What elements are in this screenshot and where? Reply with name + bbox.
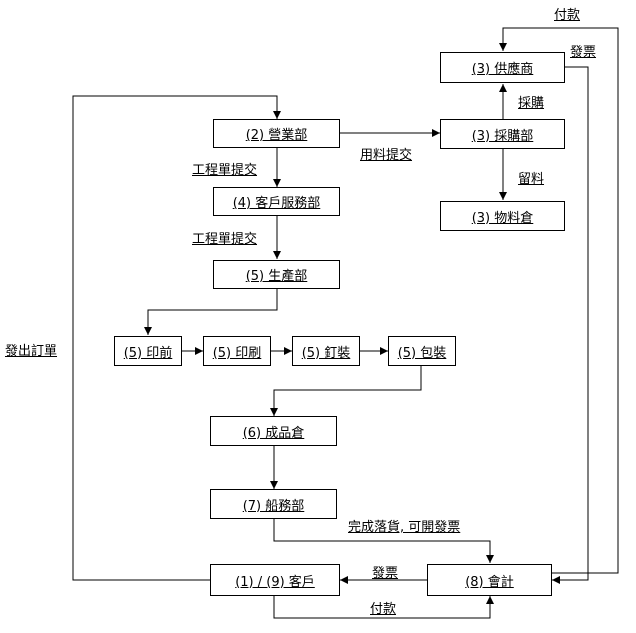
node-printing: (5) 印刷 — [203, 336, 271, 366]
label-purchase: 採購 — [518, 96, 545, 111]
edge-accounting-to-supplier — [499, 27, 619, 574]
label-invoice-bottom: 發票 — [372, 566, 399, 581]
node-finished-goods: (6) 成品倉 — [210, 416, 337, 446]
edge-packaging-to-finished — [270, 366, 422, 416]
node-shipping: (7) 船務部 — [210, 489, 337, 519]
node-supplier: (3) 供應商 — [440, 52, 565, 83]
node-production: (5) 生產部 — [213, 260, 340, 289]
edge-supplier-to-accounting — [552, 66, 589, 584]
label-payment-bottom: 付款 — [370, 602, 397, 617]
edge-customer-to-sales — [72, 95, 281, 581]
node-binding: (5) 釘裝 — [292, 336, 360, 366]
label-payment-top: 付款 — [554, 8, 581, 23]
node-prepress: (5) 印前 — [114, 336, 182, 366]
label-store-material: 留料 — [518, 172, 545, 187]
label-place-order: 發出訂單 — [5, 344, 58, 359]
node-customer: (1) / (9) 客戶 — [210, 564, 340, 596]
node-sales: (2) 營業部 — [213, 119, 340, 148]
node-accounting: (8) 會計 — [427, 564, 552, 596]
node-packaging: (5) 包裝 — [388, 336, 456, 366]
label-invoice-top: 發票 — [570, 45, 597, 60]
label-material-request: 用料提交 — [360, 148, 413, 163]
node-purchasing: (3) 採購部 — [440, 119, 565, 149]
label-work-order-1: 工程單提交 — [192, 163, 258, 178]
edge-customer-to-accounting — [273, 596, 494, 619]
label-delivery-complete: 完成落貨, 可開發票 — [348, 520, 461, 535]
node-materials-warehouse: (3) 物料倉 — [440, 201, 565, 231]
edge-production-to-prepress — [144, 289, 278, 335]
edge-shipping-to-accounting — [273, 519, 494, 563]
label-work-order-2: 工程單提交 — [192, 232, 258, 247]
node-customer-service: (4) 客戶服務部 — [213, 187, 340, 216]
